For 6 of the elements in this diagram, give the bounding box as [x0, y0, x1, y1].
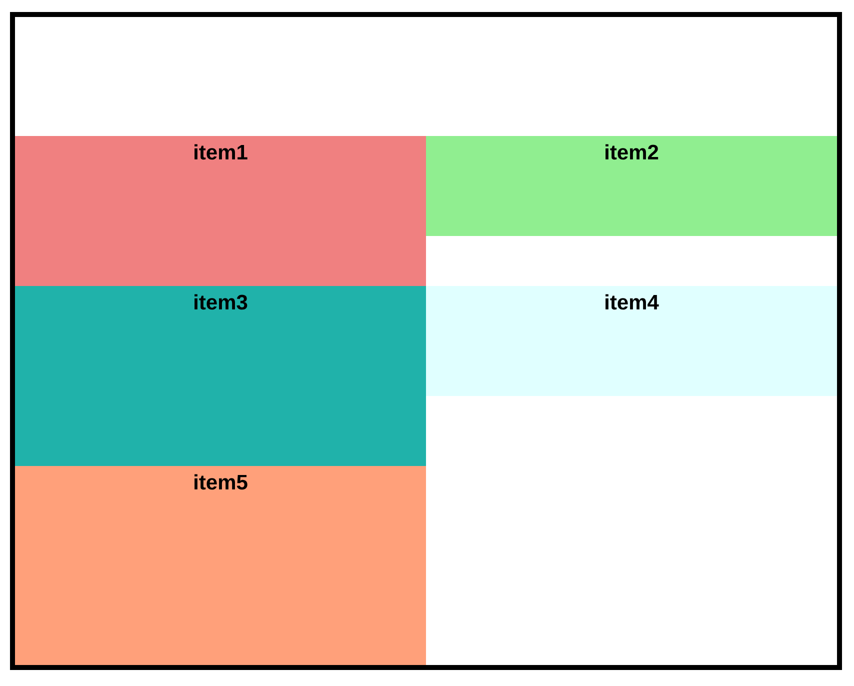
item-box: item5 [15, 466, 426, 665]
container-frame [10, 12, 842, 670]
item-box: item1 [15, 136, 426, 286]
item-box: item4 [426, 286, 837, 396]
item-box: item2 [426, 136, 837, 236]
item-box: item3 [15, 286, 426, 466]
